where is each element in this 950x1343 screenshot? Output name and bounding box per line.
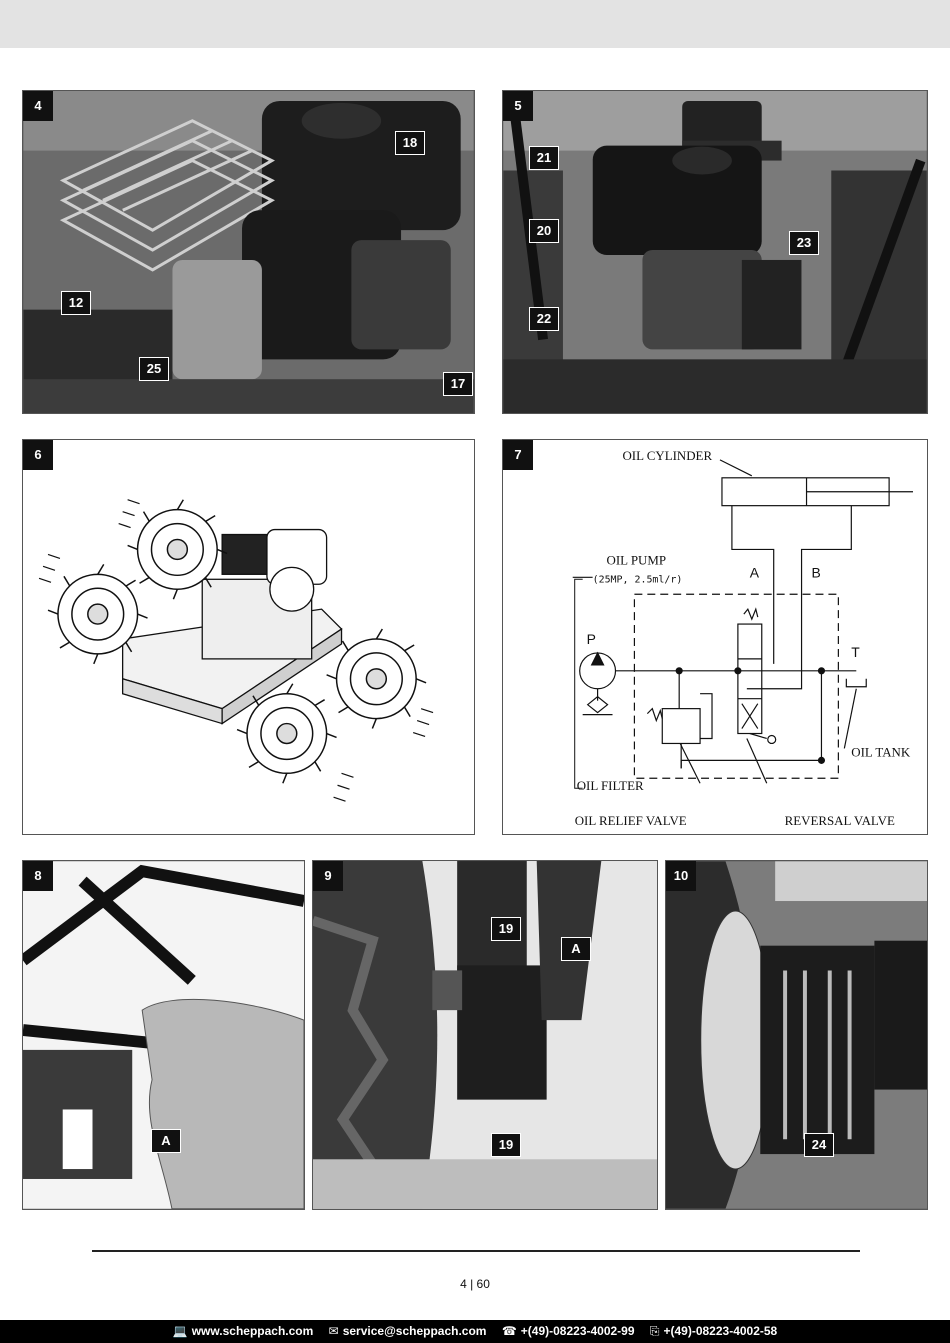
figure-7-hydraulic-schematic: OIL CYLINDER OIL PUMP (25MP, 2.5ml/r) A … bbox=[502, 439, 928, 835]
label-pump-spec: (25MP, 2.5ml/r) bbox=[593, 574, 683, 585]
label-oil-cylinder: OIL CYLINDER bbox=[622, 448, 712, 463]
callout-17: 17 bbox=[443, 372, 473, 396]
callout-18: 18 bbox=[395, 131, 425, 155]
website-text: www.scheppach.com bbox=[191, 1324, 314, 1338]
figure-number: 4 bbox=[23, 91, 53, 121]
label-port-t: T bbox=[851, 644, 860, 660]
label-port-b: B bbox=[812, 564, 821, 580]
footer-divider bbox=[92, 1250, 860, 1252]
figure-9-gearbox-photo: 9 19 A 19 bbox=[312, 860, 658, 1210]
callout-24: 24 bbox=[804, 1133, 834, 1157]
figure-number: 8 bbox=[23, 861, 53, 891]
engine-front-photo-drawing bbox=[503, 91, 927, 413]
label-port-p: P bbox=[587, 631, 596, 647]
figure-number: 9 bbox=[313, 861, 343, 891]
phone-icon: ☎ bbox=[501, 1324, 517, 1338]
label-oil-tank: OIL TANK bbox=[851, 744, 911, 759]
label-oil-relief-valve: OIL RELIEF VALVE bbox=[575, 813, 687, 828]
lever-photo-drawing bbox=[23, 861, 304, 1209]
monitor-icon: 💻 bbox=[172, 1324, 188, 1338]
mail-icon: ✉ bbox=[328, 1324, 339, 1338]
label-oil-pump: OIL PUMP bbox=[607, 552, 666, 567]
callout-25: 25 bbox=[139, 357, 169, 381]
callout-12: 12 bbox=[61, 291, 91, 315]
callout-19-bottom: 19 bbox=[491, 1133, 521, 1157]
leader-line bbox=[719, 459, 753, 477]
page-number: 4 | 60 bbox=[460, 1277, 490, 1291]
callout-a: A bbox=[561, 937, 591, 961]
callout-21: 21 bbox=[529, 146, 559, 170]
tank-leader bbox=[843, 688, 857, 749]
figure-number: 6 bbox=[23, 440, 53, 470]
callout-19-top: 19 bbox=[491, 917, 521, 941]
label-reversal-valve: REVERSAL VALVE bbox=[785, 813, 895, 828]
label-oil-filter: OIL FILTER bbox=[577, 778, 644, 793]
callout-20: 20 bbox=[529, 219, 559, 243]
relief-leader bbox=[679, 743, 701, 784]
footer-fax: ⎘+(49)-08223-4002-58 bbox=[650, 1324, 777, 1338]
hydraulic-diagram: OIL CYLINDER OIL PUMP (25MP, 2.5ml/r) A … bbox=[572, 448, 913, 828]
contact-footer: 💻www.scheppach.com ✉service@scheppach.co… bbox=[0, 1320, 950, 1343]
figure-number: 5 bbox=[503, 91, 533, 121]
footer-phone: ☎+(49)-08223-4002-99 bbox=[502, 1324, 638, 1338]
footer-email[interactable]: ✉service@scheppach.com bbox=[329, 1324, 490, 1338]
relief-valve-symbol bbox=[661, 708, 701, 745]
label-port-a: A bbox=[750, 564, 760, 580]
fax-text: +(49)-08223-4002-58 bbox=[663, 1324, 778, 1338]
chain-photo-drawing bbox=[666, 861, 927, 1209]
figure-6-assembly-drawing: 6 bbox=[22, 439, 475, 835]
exploded-view-drawing bbox=[38, 499, 434, 802]
figure-8-lever-photo: 8 A bbox=[22, 860, 305, 1210]
callout-22: 22 bbox=[529, 307, 559, 331]
figure-5-engine-photo: 5 21 20 23 22 bbox=[502, 90, 928, 414]
wheel-group bbox=[47, 499, 427, 784]
figure-4-engine-photo: 4 18 12 25 17 bbox=[22, 90, 475, 414]
reversal-leader bbox=[746, 738, 768, 784]
callout-23: 23 bbox=[789, 231, 819, 255]
phone-text: +(49)-08223-4002-99 bbox=[520, 1324, 635, 1338]
figure-number: 10 bbox=[666, 861, 696, 891]
footer-website[interactable]: 💻www.scheppach.com bbox=[173, 1324, 317, 1338]
gearbox-photo-drawing bbox=[313, 861, 657, 1209]
figure-number: 7 bbox=[503, 440, 533, 470]
fax-icon: ⎘ bbox=[649, 1324, 660, 1338]
email-text: service@scheppach.com bbox=[342, 1324, 487, 1338]
header-band bbox=[0, 0, 950, 48]
figure-10-chain-photo: 10 24 bbox=[665, 860, 928, 1210]
callout-a: A bbox=[151, 1129, 181, 1153]
